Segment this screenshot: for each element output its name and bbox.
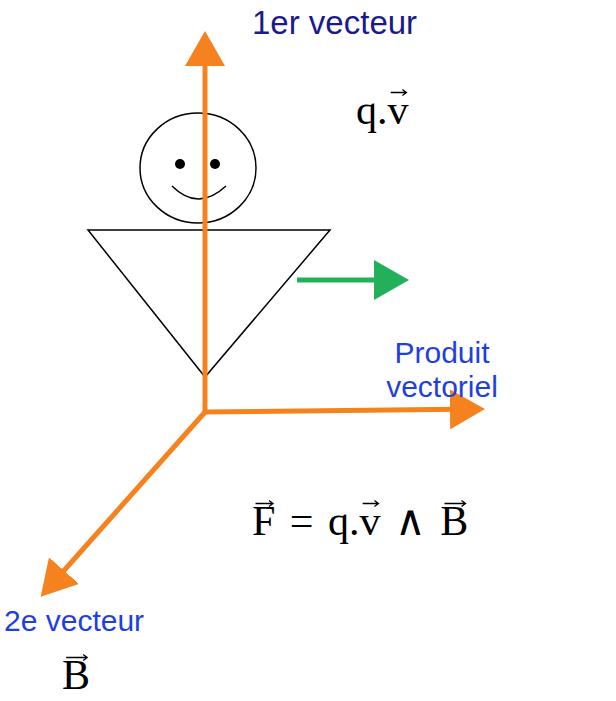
figure-head (140, 113, 256, 223)
formula: F = q.v ∧ B (252, 498, 468, 544)
force-axis (203, 409, 480, 412)
vector-name: 1er vecteur (252, 4, 417, 41)
product-name: Produit vectoriel (386, 336, 498, 403)
field-axis (44, 411, 206, 593)
figure-eye (210, 159, 220, 169)
force-arrow (297, 278, 404, 283)
figure-body (88, 230, 330, 377)
vector-name: 2e vecteur (4, 604, 144, 637)
vector-symbol: B (62, 652, 90, 698)
vector-symbol-box: q.v (356, 86, 409, 134)
product-name-box: Produit vectoriel (372, 336, 512, 404)
figure-smile (172, 186, 226, 199)
velocity-axis (203, 36, 208, 412)
vector-name-box: 2e vecteur (4, 604, 144, 639)
vector-name-box: 1er vecteur (252, 4, 417, 42)
figure-eye (175, 159, 185, 169)
vector-symbol: q.v (356, 87, 409, 133)
vector-symbol-box: B (62, 651, 90, 699)
formula-box: F = q.v ∧ B (252, 497, 468, 545)
